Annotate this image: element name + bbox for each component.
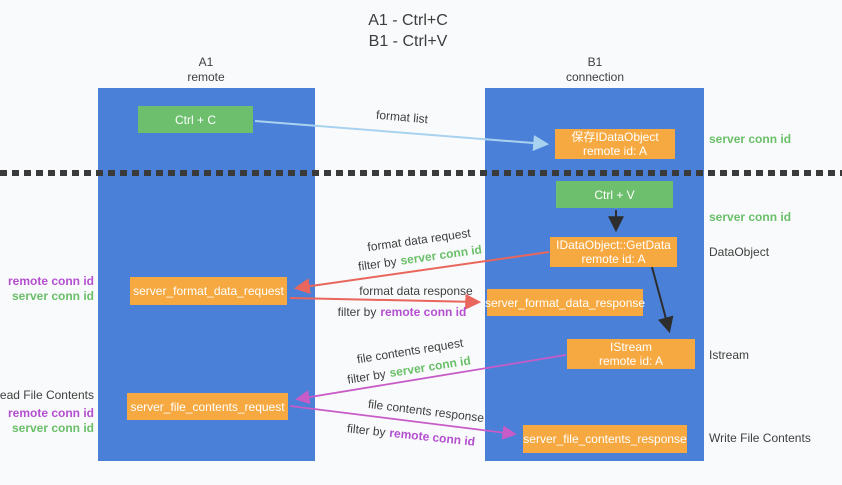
- left-server-conn-id-label-1: server conn id: [11, 289, 94, 303]
- idataobject-getdata-node: IDataObject::GetData remote id: A: [550, 237, 677, 267]
- left-server-conn-id-label-2: server conn id: [11, 421, 94, 435]
- server-file-contents-request-node: server_file_contents_request: [127, 393, 288, 420]
- filter-by-prefix-4: filter by: [346, 421, 387, 440]
- machine-boundary-dotted-line: [0, 170, 842, 176]
- lane-a1-subtitle: remote: [187, 70, 225, 84]
- remote-conn-id-text-2: remote conn id: [388, 425, 476, 449]
- istream-line1: IStream: [609, 340, 652, 354]
- ctrl-v-node: Ctrl + V: [556, 181, 673, 208]
- istream-line2: remote id: A: [598, 354, 664, 368]
- write-file-contents-label: Write File Contents: [709, 431, 811, 445]
- format-list-label: format list: [375, 107, 429, 127]
- server-format-data-response-node: server_format_data_response: [484, 289, 646, 316]
- istream-side-label: Istream: [709, 348, 750, 362]
- server-format-data-response-label: server_format_data_response: [484, 295, 646, 310]
- title-line-b1: B1 - Ctrl+V: [368, 33, 448, 50]
- lane-b1-subtitle: connection: [565, 70, 625, 84]
- lane-header-b1: B1 connection: [566, 55, 624, 85]
- idataobject-getdata-line2: remote id: A: [581, 252, 646, 266]
- format-data-response-label: format data response: [359, 284, 473, 298]
- filter-by-prefix-3: filter by: [346, 366, 387, 387]
- server-format-data-request-node: server_format_data_request: [130, 277, 287, 305]
- lane-header-a1: A1 remote: [187, 55, 224, 85]
- page-title: A1 - Ctrl+C B1 - Ctrl+V: [368, 10, 448, 52]
- filter-by-prefix-2: filter by: [337, 305, 377, 319]
- read-file-contents-label: Read File Contents: [0, 388, 94, 402]
- right-server-conn-id-label-1: server conn id: [709, 132, 792, 146]
- istream-node: IStream remote id: A: [567, 339, 695, 369]
- ctrl-c-node: Ctrl + C: [138, 106, 253, 133]
- file-contents-response-label: file contents response: [367, 396, 485, 426]
- save-idataobject-line2: remote id: A: [582, 144, 648, 158]
- lane-a1-name: A1: [198, 55, 214, 69]
- server-file-contents-response-label: server_file_contents_response: [523, 432, 687, 446]
- server-format-data-request-label: server_format_data_request: [133, 284, 284, 298]
- server-file-contents-request-label: server_file_contents_request: [130, 399, 285, 414]
- filter-by-prefix-1: filter by: [357, 254, 398, 274]
- left-remote-conn-id-label-2: remote conn id: [7, 406, 94, 420]
- server-file-contents-response-node: server_file_contents_response: [523, 425, 687, 453]
- lane-b1-name: B1: [587, 55, 603, 69]
- ctrl-c-label: Ctrl + C: [174, 112, 216, 127]
- format-data-response-arrow: [289, 293, 482, 310]
- right-server-conn-id-label-2: server conn id: [709, 210, 792, 224]
- title-line-a1: A1 - Ctrl+C: [368, 12, 448, 29]
- save-idataobject-line1: 保存IDataObject: [571, 130, 659, 144]
- dataobject-label: DataObject: [709, 245, 770, 259]
- ctrl-v-label: Ctrl + V: [594, 187, 635, 202]
- idataobject-getdata-line1: IDataObject::GetData: [556, 238, 671, 252]
- left-remote-conn-id-label-1: remote conn id: [7, 274, 94, 288]
- remote-conn-id-text-1: remote conn id: [380, 305, 467, 319]
- save-idataobject-node: 保存IDataObject remote id: A: [555, 129, 675, 159]
